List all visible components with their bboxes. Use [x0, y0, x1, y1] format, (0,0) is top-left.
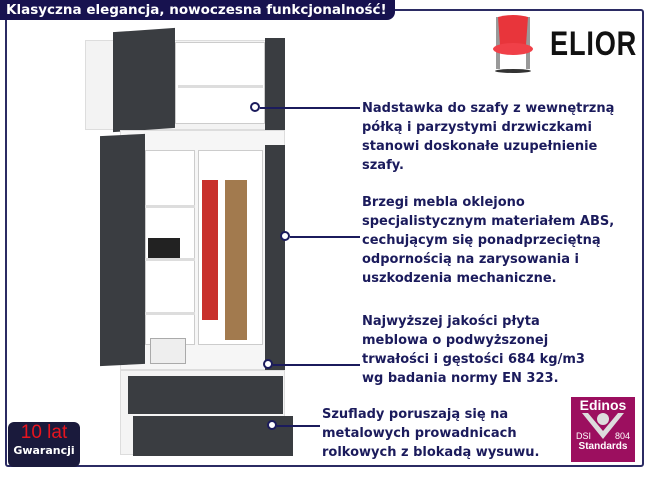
callout-text: meblowa o podwyższonej [362, 333, 549, 348]
callout-text: cechującym się ponadprzeciętną [362, 233, 601, 248]
headline-banner: Klasyczna elegancja, nowoczesna funkcjon… [0, 0, 395, 20]
warranty-label: Gwarancji [13, 444, 75, 457]
callout-text: metalowych prowadnicach [322, 426, 517, 441]
callout-line-4 [277, 425, 320, 427]
warranty-badge: 10 lat Gwarancji [8, 422, 80, 467]
callout-text: uszkodzenia mechaniczne. [362, 271, 557, 286]
callout-text: trwałości i gęstości 684 kg/m3 [362, 352, 585, 367]
callout-text: odpornością na zarysowania i [362, 252, 579, 267]
red-chair-icon [493, 15, 533, 73]
callout-text: szafy. [362, 158, 404, 173]
callout-text: rolkowych z blokadą wysuwu. [322, 445, 540, 460]
brand-name: ELIOR [550, 24, 638, 63]
callout-text: półką i parzystymi drzwiczkami [362, 120, 592, 135]
certificate-code-left: DSI [576, 431, 592, 441]
callout-text: specjalistycznym materiałem ABS, [362, 214, 615, 229]
callout-text: Szuflady poruszają się na [322, 407, 509, 422]
callout-edges: Brzegi mebla oklejono specjalistycznym m… [362, 193, 614, 288]
brand-logo: ELIOR [490, 13, 650, 75]
callout-top-unit: Nadstawka do szafy z wewnętrzną półką i … [362, 99, 614, 175]
callout-line-2 [290, 236, 360, 238]
callout-board: Najwyższej jakości płyta meblowa o podwy… [362, 312, 585, 388]
callout-text: stanowi doskonałe uzupełnienie [362, 139, 598, 154]
warranty-years: 10 lat [20, 422, 68, 443]
certificate-brand: Edinos [579, 397, 627, 413]
certificate-code-right: 804 [614, 431, 630, 441]
callout-line-3 [273, 364, 360, 366]
callout-text: Nadstawka do szafy z wewnętrzną [362, 101, 615, 116]
callout-text: Najwyższej jakości płyta [362, 314, 540, 329]
certificate-badge: Edinos DSI 804 Standards [571, 397, 635, 462]
callout-text: wg badania normy EN 323. [362, 371, 559, 386]
callout-drawers: Szuflady poruszają się na metalowych pro… [322, 405, 539, 462]
callout-dot-4 [267, 420, 277, 430]
checkmark-logo-icon [582, 413, 624, 439]
certificate-label: Standards [578, 441, 628, 452]
callout-dot-1 [250, 102, 260, 112]
callout-text: Brzegi mebla oklejono [362, 195, 525, 210]
callout-line-1 [260, 107, 360, 109]
callout-dot-3 [263, 359, 273, 369]
callout-dot-2 [280, 231, 290, 241]
